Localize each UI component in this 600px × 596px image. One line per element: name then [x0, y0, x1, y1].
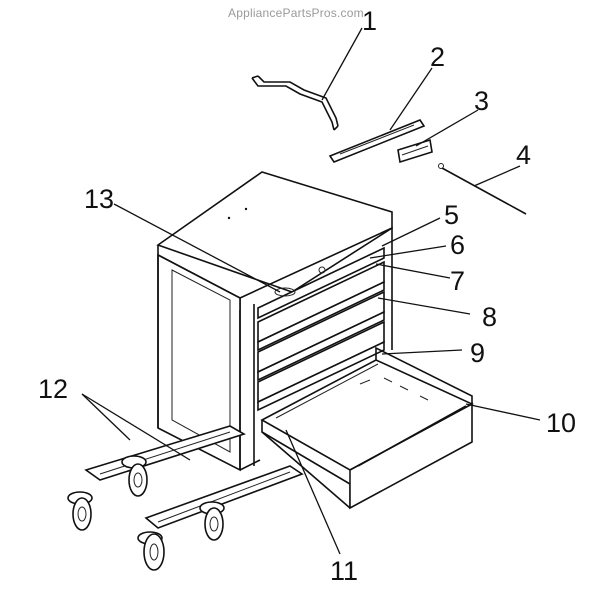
part-3-clip — [397, 138, 433, 164]
part-2-rail — [328, 119, 426, 163]
caster-front-right — [137, 531, 165, 571]
callout-13: 13 — [84, 184, 115, 214]
part-1-bracket — [251, 75, 339, 131]
callout-11: 11 — [330, 556, 359, 586]
callout-4: 4 — [516, 140, 532, 170]
part-4-rod — [438, 163, 527, 215]
caster-rear-right — [199, 501, 225, 541]
callout-5: 5 — [444, 200, 460, 230]
callout-3: 3 — [474, 86, 490, 116]
open-drawer — [260, 346, 474, 510]
callout-8: 8 — [482, 302, 498, 332]
leader-lines — [81, 27, 541, 555]
callout-1: 1 — [362, 6, 378, 36]
callout-12: 12 — [38, 374, 69, 404]
callout-2: 2 — [430, 42, 446, 72]
caster-rear-left — [121, 455, 148, 497]
watermark-text: AppliancePartsPros.com — [228, 6, 364, 20]
callout-9: 9 — [470, 338, 486, 368]
base-rails — [84, 425, 304, 529]
callout-7: 7 — [450, 266, 466, 296]
cabinet — [156, 171, 393, 472]
caster-front-left — [67, 491, 93, 531]
callout-10: 10 — [546, 408, 577, 438]
callout-6: 6 — [450, 230, 466, 260]
